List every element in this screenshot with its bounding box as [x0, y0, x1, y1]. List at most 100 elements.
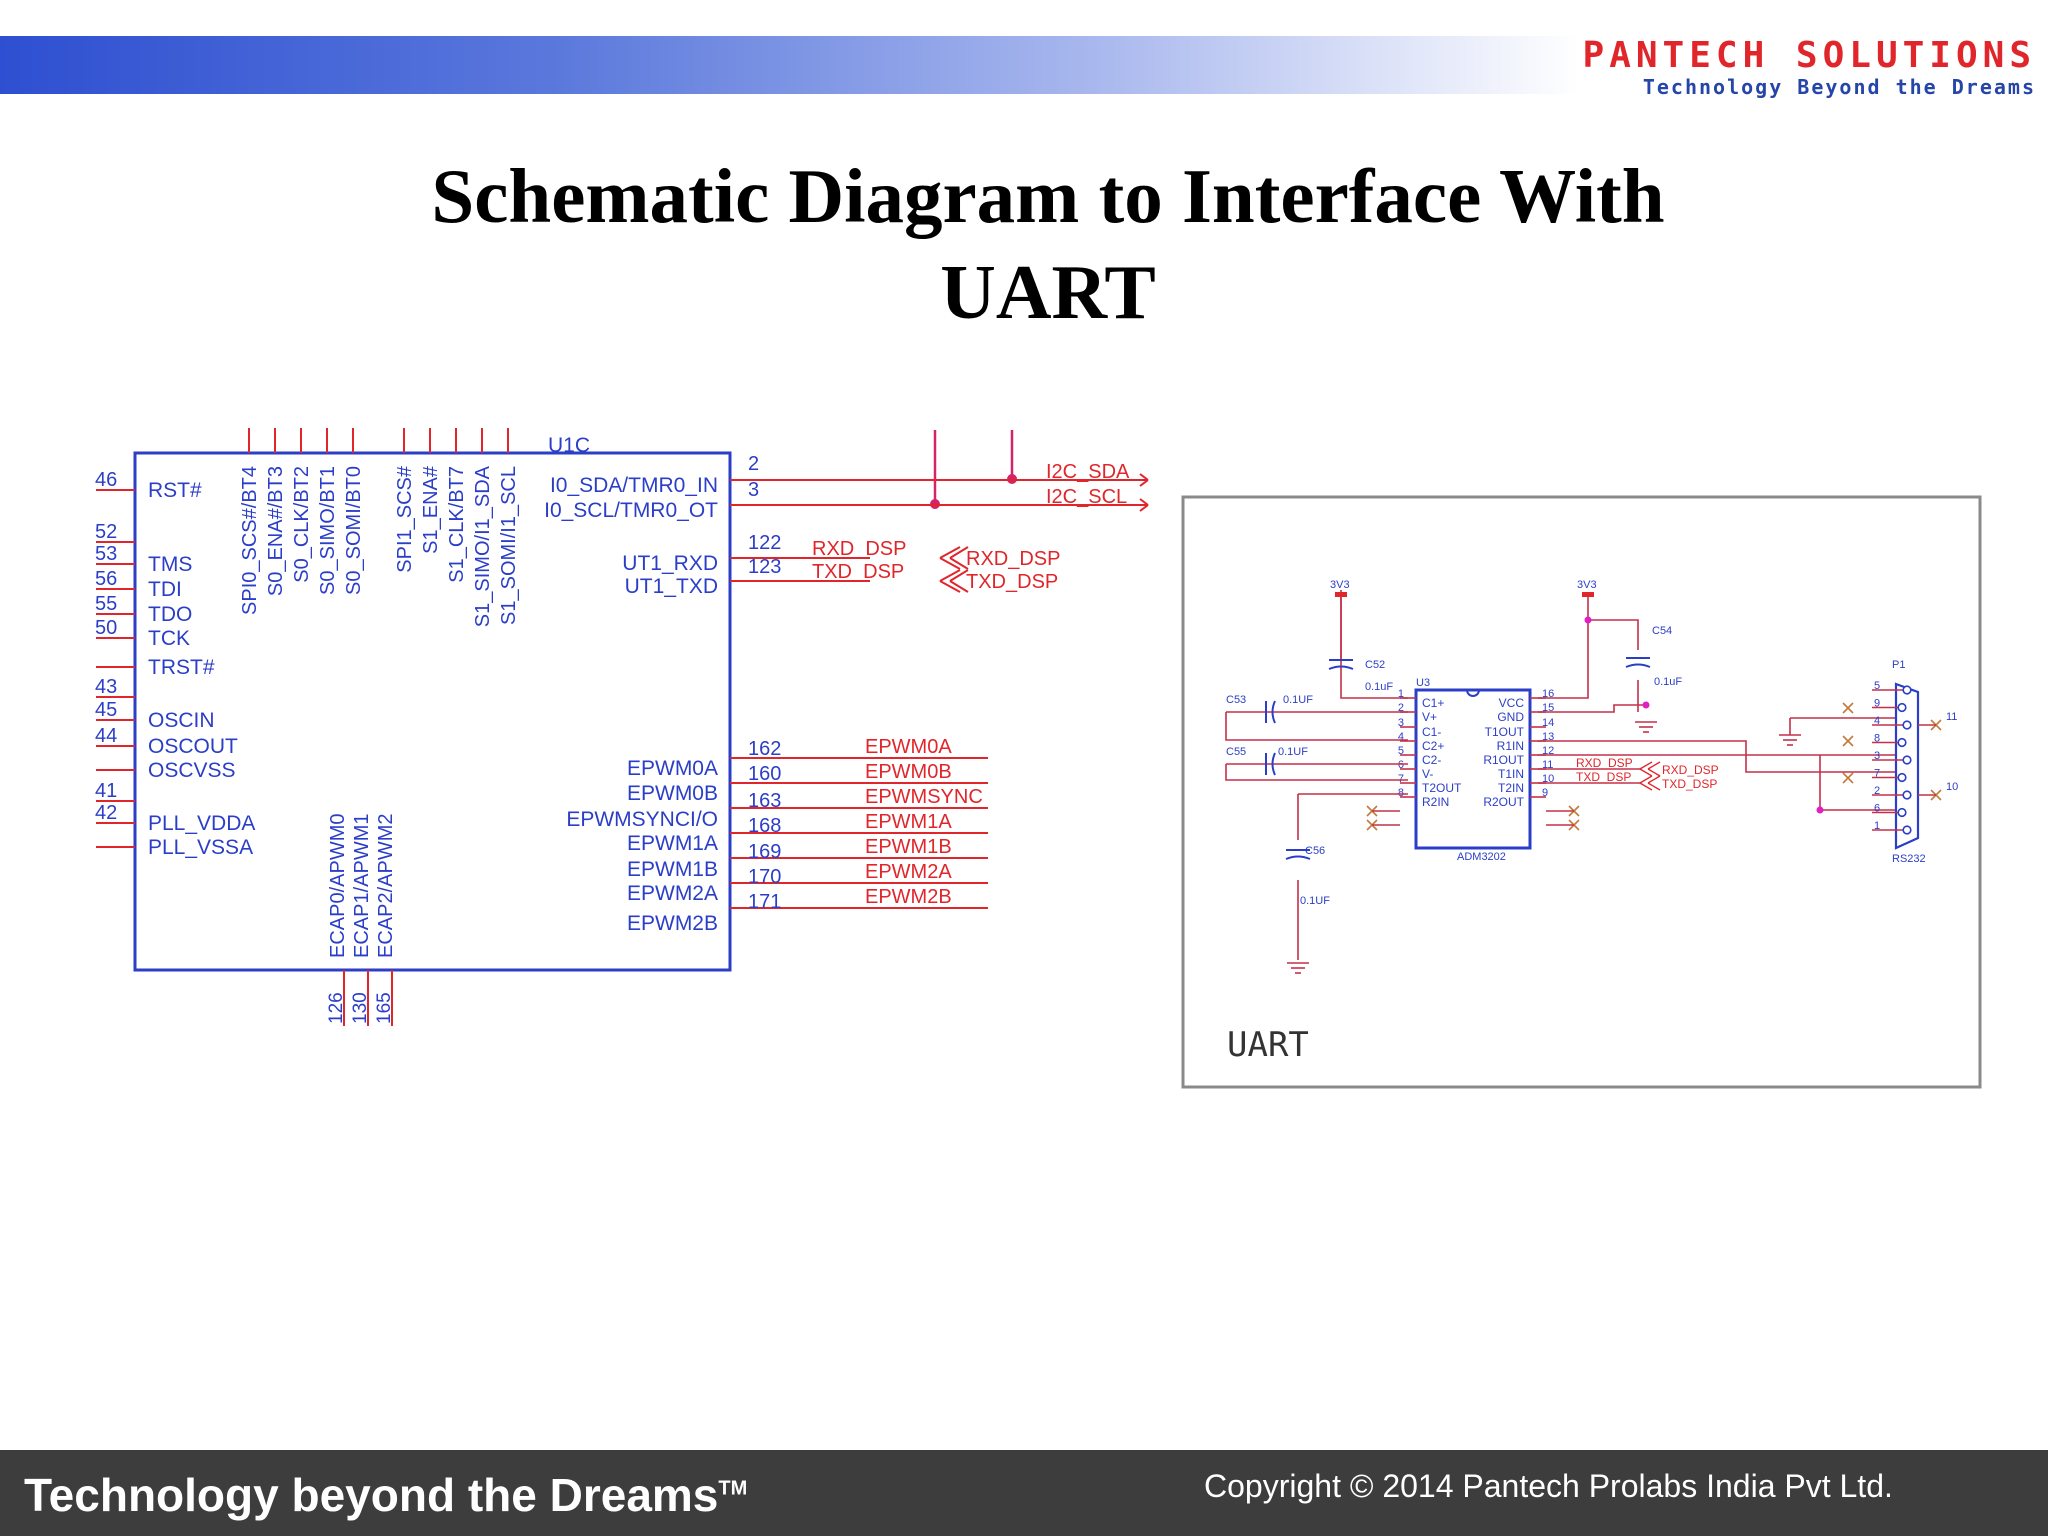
uart-left-pin-name: C1-	[1422, 725, 1441, 739]
mcu-right-pin-name: EPWM0A	[627, 757, 718, 780]
connector-shell-num: 11	[1946, 711, 1957, 723]
capacitor-value: 0.1UF	[1300, 895, 1330, 907]
junction-dot	[1584, 616, 1592, 624]
title-line-2: UART	[940, 249, 1156, 335]
mcu-bottom-pin-name: ECAP1/APWM1	[351, 814, 373, 958]
mcu-offpage-arrow	[1139, 498, 1149, 512]
mcu-left-pin-name: RST#	[148, 479, 202, 502]
mcu-net-label: EPWM0B	[865, 761, 952, 783]
connector-pin	[1902, 790, 1912, 800]
mcu-top-pin-name: S0_CLK/BT2	[291, 466, 313, 583]
mcu-left-pin-num: 50	[95, 617, 117, 639]
uart-caption: UART	[1227, 1025, 1309, 1065]
uart-right-pin-num: 16	[1542, 688, 1554, 700]
capacitor-plate	[1271, 752, 1276, 776]
mcu-left-pin-num: 41	[95, 780, 117, 802]
uart-right-pin-name: R2OUT	[1483, 795, 1524, 809]
uart-chip-part: ADM3202	[1457, 851, 1506, 863]
connector-pin	[1897, 772, 1907, 783]
mcu-net-label: TXD_DSP	[812, 561, 904, 583]
mcu-top-pin-name: SPI0_SCS#/BT4	[239, 466, 261, 615]
uart-left-pin-num: 8	[1398, 787, 1404, 799]
wire-vcc	[1538, 620, 1589, 699]
capacitor-ref: C52	[1365, 659, 1385, 671]
uart-right-pin-num: 13	[1542, 731, 1554, 743]
mcu-net-label: EPWM1B	[865, 836, 952, 858]
mcu-left-pin-name: OSCIN	[148, 709, 215, 732]
logo-brand: PANTECH SOLUTIONS	[1582, 35, 2036, 76]
uart-right-pin-name: R1IN	[1497, 739, 1524, 753]
uart-right-pin-name: T1IN	[1498, 767, 1524, 781]
mcu-left-pin-num: 53	[95, 543, 117, 565]
mcu-right-pin-num: 123	[748, 556, 781, 578]
capacitor-value: 0.1uF	[1365, 681, 1393, 693]
footer-copyright: Copyright © 2014 Pantech Prolabs India P…	[1204, 1468, 1893, 1504]
uart-right-pin-name: T2IN	[1498, 781, 1524, 795]
mcu-top-pin-name: S1_ENA#	[420, 465, 442, 554]
uart-offpage-connector	[1639, 775, 1661, 791]
uart-left-pin-num: 3	[1398, 717, 1404, 729]
wire-c55-pin5	[1225, 764, 1408, 781]
uart-offpage-label: TXD_DSP	[1662, 777, 1717, 791]
uart-right-pin-name: VCC	[1499, 696, 1525, 710]
mcu-net-label: EPWM2A	[865, 861, 952, 883]
junction-dot	[1816, 806, 1824, 814]
uart-left-pin-num: 7	[1398, 773, 1404, 785]
power-label: 3V3	[1330, 579, 1350, 591]
connector-pin-num: 3	[1874, 750, 1880, 762]
uart-right-pin-num: 12	[1542, 745, 1554, 757]
mcu-net-label: I2C_SDA	[1046, 461, 1130, 483]
uart-right-pin-name: GND	[1497, 710, 1524, 724]
mcu-left-pin-name: OSCVSS	[148, 759, 236, 782]
uart-left-pin-name: C1+	[1422, 696, 1444, 710]
header-banner	[0, 36, 1580, 94]
uart-left-pin-name: T2OUT	[1422, 781, 1462, 795]
offpage-connector	[939, 546, 969, 570]
power-label: 3V3	[1577, 579, 1597, 591]
capacitor-ref: C53	[1226, 694, 1246, 706]
connector-pin	[1902, 720, 1912, 730]
company-logo: PANTECH SOLUTIONS Technology Beyond the …	[1546, 35, 2036, 99]
connector-shell-num: 10	[1946, 781, 1958, 793]
connector-pin	[1902, 755, 1912, 765]
uart-net-label: RXD_DSP	[1576, 756, 1633, 770]
capacitor-value: 0.1UF	[1278, 746, 1308, 758]
footer-bar: Technology beyond the DreamsTM Copyright…	[0, 1450, 2048, 1536]
mcu-right-pin-num: 170	[748, 866, 781, 888]
connector-pin-num: 9	[1874, 698, 1880, 710]
uart-right-pin-name: T1OUT	[1485, 725, 1525, 739]
power-flag	[1582, 592, 1594, 597]
mcu-right-pin-name: UT1_TXD	[625, 575, 718, 598]
uart-offpage-connector	[1639, 761, 1661, 777]
uart-left-pin-num: 4	[1398, 731, 1404, 743]
mcu-right-pin-num: 122	[748, 532, 781, 554]
logo-tagline: Technology Beyond the Dreams	[1642, 75, 2036, 99]
mcu-net-label: EPWM1A	[865, 811, 952, 833]
mcu-right-pin-name: UT1_RXD	[622, 552, 718, 575]
mcu-net-label: I2C_SCL	[1046, 486, 1127, 508]
footer-tagline: Technology beyond the DreamsTM	[24, 1468, 747, 1522]
mcu-left-pin-name: TRST#	[148, 656, 215, 679]
mcu-net-label: EPWM2B	[865, 886, 952, 908]
uart-offpage-label: RXD_DSP	[1662, 763, 1719, 777]
offpage-label: TXD_DSP	[966, 571, 1058, 593]
footer-tagline-text: Technology beyond the Dreams	[24, 1469, 719, 1521]
uart-right-pin-num: 10	[1542, 773, 1554, 785]
offpage-label: RXD_DSP	[966, 548, 1060, 570]
connector-pin-num: 5	[1874, 680, 1880, 692]
mcu-left-pin-num: 44	[95, 725, 117, 747]
uart-left-pin-name: R2IN	[1422, 795, 1449, 809]
mcu-left-pin-num: 42	[95, 802, 117, 824]
uart-right-pin-num: 11	[1542, 759, 1553, 771]
mcu-body	[133, 451, 732, 972]
mcu-right-pin-name: I0_SDA/TMR0_IN	[550, 474, 718, 497]
mcu-top-pin-name: S0_SIMO/BT1	[317, 466, 339, 595]
uart-right-pin-num: 9	[1542, 787, 1548, 799]
uart-chip-ref: U3	[1416, 677, 1430, 689]
mcu-right-pin-num: 162	[748, 738, 781, 760]
mcu-right-pin-name: EPWM1A	[627, 832, 718, 855]
capacitor-value: 0.1UF	[1283, 694, 1313, 706]
mcu-top-pin-name: S1_SIMO/I1_SDA	[472, 465, 494, 627]
mcu-bottom-pin-num: 130	[350, 992, 371, 1024]
uart-left-pin-num: 2	[1398, 702, 1404, 714]
